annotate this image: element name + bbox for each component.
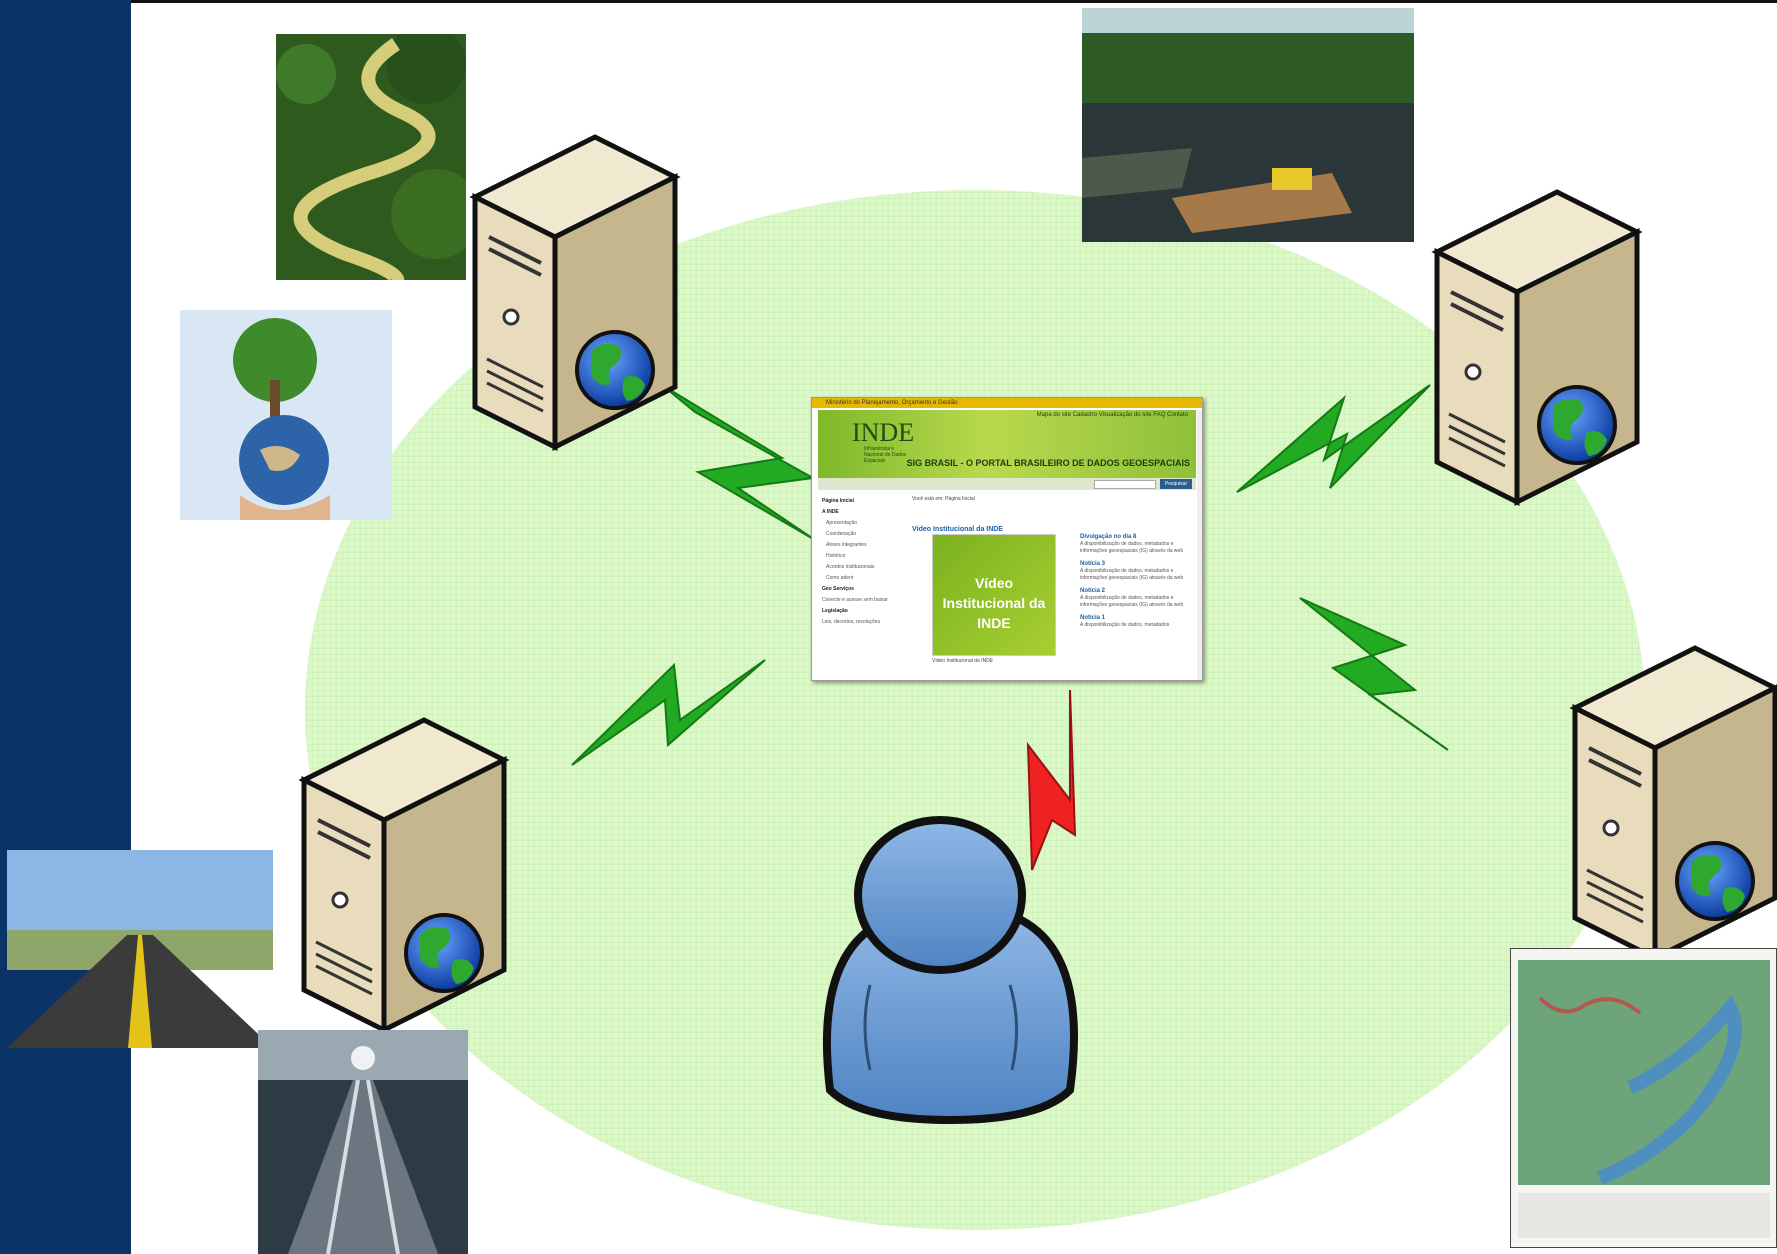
portal-scrollbar[interactable]: [1197, 410, 1202, 680]
menu-item[interactable]: Apresentação: [826, 520, 857, 526]
lightning-bolt-top-left: [661, 384, 817, 541]
portal-header: INDE Infraestrutura Nacional de Dados Es…: [818, 410, 1196, 478]
menu-item[interactable]: Atores integrantes: [826, 542, 867, 548]
news-text: A disponibilização de dados, metadados: [1080, 622, 1170, 628]
menu-section-legislacao[interactable]: Legislação: [822, 608, 848, 614]
inde-portal-screenshot: Ministério do Planejamento, Orçamento e …: [811, 397, 1203, 681]
menu-item[interactable]: Acordos institucionais: [826, 564, 875, 570]
breadcrumb: Você está em: Página Inicial: [912, 496, 975, 502]
menu-home[interactable]: Página Inicial: [822, 498, 854, 504]
news-text: A disponibilização de dados, metadados e…: [1080, 568, 1184, 581]
news-title[interactable]: Notícia 3: [1080, 561, 1106, 567]
search-input[interactable]: [1094, 480, 1156, 489]
menu-section-desc: Conecte e acesse sem baixar: [822, 597, 888, 603]
news-text: A disponibilização de dados, metadados e…: [1080, 541, 1184, 554]
globe-icon: [575, 330, 655, 410]
server-top-right: [1431, 189, 1643, 507]
survey-boat-photo: [1082, 8, 1414, 242]
video-thumbnail[interactable]: Vídeo Institucional da INDE: [932, 534, 1056, 656]
news-title[interactable]: Notícia 1: [1080, 615, 1106, 621]
portal-logo-subtitle: Infraestrutura Nacional de Dados Espacia…: [864, 446, 907, 464]
portal-logo: INDE: [852, 418, 915, 447]
globe-icon: [1537, 385, 1617, 465]
lightning-bolt-bottom-right: [1299, 597, 1449, 751]
news-title[interactable]: Divulgação no dia 8: [1080, 534, 1137, 540]
menu-item[interactable]: Coordenação: [826, 531, 857, 537]
portal-nav[interactable]: Mapa do site Cadastro Visualização do si…: [1036, 412, 1188, 418]
news-text: A disponibilização de dados, metadados e…: [1080, 595, 1184, 608]
portal-slogan: SIG BRASIL - O PORTAL BRASILEIRO DE DADO…: [906, 458, 1190, 468]
user-icon: [823, 816, 1078, 1125]
menu-item[interactable]: Como aderir: [826, 575, 854, 581]
portal-topbar: Ministério do Planejamento, Orçamento e …: [812, 398, 1202, 408]
menu-section-desc: Leis, decretos, resoluções: [822, 619, 881, 625]
server-bottom-left: [298, 717, 510, 1035]
menu-section-geoservicos[interactable]: Geo Serviços: [822, 586, 854, 592]
video-title[interactable]: Vídeo Institucional da INDE: [912, 526, 1004, 533]
top-border: [0, 0, 1777, 3]
menu-section-inde[interactable]: A INDE: [822, 509, 839, 515]
lightning-bolt-user: [1026, 689, 1077, 871]
highway-photo: [7, 850, 273, 1048]
server-top-left: [469, 134, 681, 452]
menu-item[interactable]: Histórico: [826, 553, 846, 559]
news-title[interactable]: Notícia 2: [1080, 588, 1106, 594]
video-caption: Vídeo Institucional da INDE: [932, 658, 994, 664]
globe-icon: [404, 913, 484, 993]
river-forest-photo: [276, 34, 466, 280]
portal-left-menu: Página Inicial A INDE Apresentação Coord…: [822, 496, 902, 628]
news-column: Divulgação no dia 8 A disponibilização d…: [1080, 528, 1190, 629]
portal-search-bar: Pesquisar: [818, 478, 1196, 490]
lightning-bolt-bottom-left: [571, 659, 766, 766]
globe-icon: [1675, 841, 1755, 921]
search-button[interactable]: Pesquisar: [1160, 479, 1192, 489]
server-bottom-right: [1569, 645, 1777, 963]
railway-photo: [258, 1030, 468, 1254]
topographic-map-photo: [1510, 948, 1777, 1248]
tree-globe-photo: [180, 310, 392, 520]
lightning-bolt-top-right: [1236, 384, 1431, 493]
